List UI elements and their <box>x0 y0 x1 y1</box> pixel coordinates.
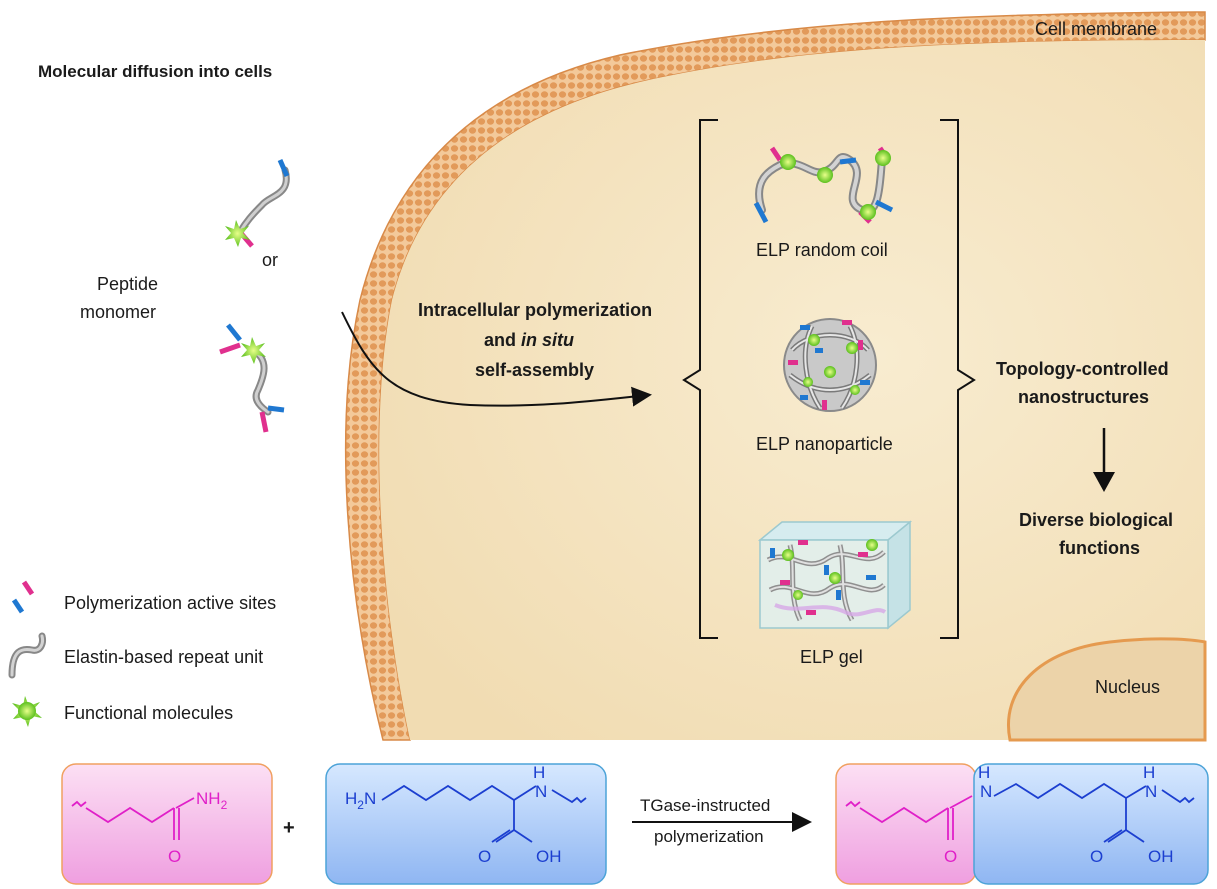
svg-text:NH2: NH2 <box>196 789 228 812</box>
left-bracket <box>682 119 718 639</box>
svg-text:O: O <box>944 847 957 866</box>
functions-label-line1: Diverse biological <box>1019 510 1173 530</box>
functional-molecule-icon <box>225 220 250 247</box>
svg-text:+: + <box>283 817 295 839</box>
svg-text:and in situ: and in situ <box>484 330 574 350</box>
repeat-unit-icon <box>8 632 46 679</box>
entry-arrow <box>341 311 652 407</box>
peptide-label-line2: monomer <box>80 302 156 322</box>
active-sites-icon <box>11 580 35 614</box>
svg-text:H2N: H2N <box>345 789 376 812</box>
lysine-box <box>325 763 607 885</box>
nanoparticle-label: ELP nanoparticle <box>756 434 893 454</box>
cell-membrane <box>344 11 1206 741</box>
product-box-blue <box>973 763 1209 885</box>
svg-text:OH: OH <box>536 847 562 866</box>
nucleus <box>1007 637 1207 742</box>
svg-text:N: N <box>1145 782 1157 801</box>
svg-text:O: O <box>1090 847 1103 866</box>
legend-active-sites-text: Polymerization active sites <box>64 593 276 613</box>
functions-label-line2: functions <box>1059 538 1140 558</box>
svg-text:H: H <box>978 763 990 782</box>
svg-text:self-assembly: self-assembly <box>475 360 594 380</box>
svg-text:Intracellular polymerization: Intracellular polymerization <box>418 300 652 320</box>
topology-label-line1: Topology-controlled <box>996 359 1169 379</box>
or-label: or <box>262 250 278 270</box>
diffusion-title: Molecular diffusion into cells <box>38 62 272 81</box>
gel-label: ELP gel <box>800 647 863 667</box>
svg-text:H: H <box>1143 763 1155 782</box>
elp-random-coil <box>753 146 894 224</box>
branched-monomer <box>219 323 285 433</box>
functional-molecule-icon <box>12 696 42 727</box>
glutamine-box <box>61 763 273 885</box>
process-label: Intracellular polymerization and in situ… <box>418 300 652 380</box>
svg-text:polymerization: polymerization <box>654 827 764 846</box>
cell-membrane-label: Cell membrane <box>1035 19 1157 39</box>
linear-monomer <box>225 158 290 248</box>
svg-text:OH: OH <box>1148 847 1174 866</box>
legend-functional-text: Functional molecules <box>64 703 233 723</box>
elp-gel <box>757 520 913 630</box>
reaction-scheme: NH2 O + H2N H N O OH TGase-instructed po… <box>61 763 1209 885</box>
peptide-label-line1: Peptide <box>97 274 158 294</box>
topology-label-line2: nanostructures <box>1018 387 1149 407</box>
functional-molecule-icon <box>241 337 266 364</box>
svg-text:N: N <box>535 782 547 801</box>
svg-text:O: O <box>478 847 491 866</box>
svg-text:N: N <box>980 782 992 801</box>
right-bracket <box>940 119 976 639</box>
elp-nanoparticle <box>783 318 877 412</box>
svg-text:O: O <box>168 847 181 866</box>
random-coil-label: ELP random coil <box>756 240 888 260</box>
legend-repeat-unit-text: Elastin-based repeat unit <box>64 647 263 667</box>
svg-text:TGase-instructed: TGase-instructed <box>640 796 770 815</box>
svg-text:H: H <box>533 763 545 782</box>
legend: Polymerization active sites Elastin-base… <box>8 580 276 727</box>
nucleus-label: Nucleus <box>1095 677 1160 697</box>
product-box-pink <box>835 763 977 885</box>
